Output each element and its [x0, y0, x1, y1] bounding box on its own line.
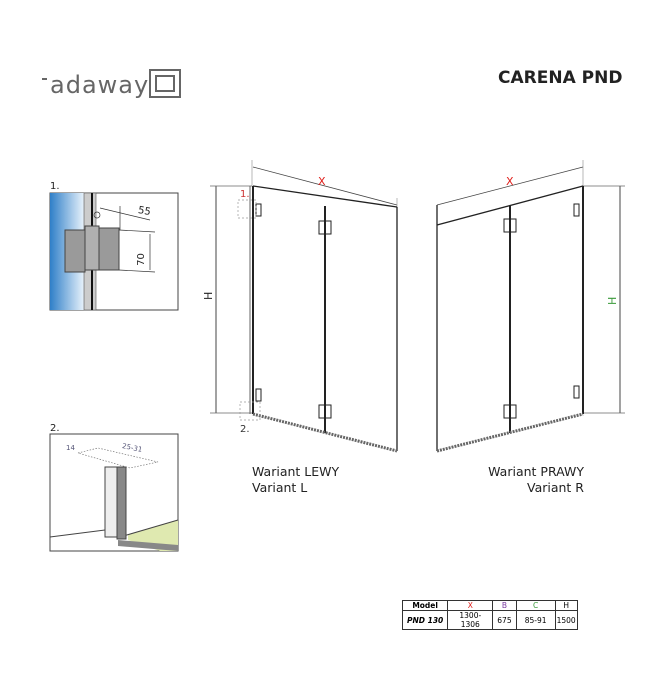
detail-2-profile	[49, 433, 179, 552]
detail-2-number: 2.	[50, 423, 60, 434]
detail-1-hinge	[49, 192, 179, 311]
variant-left-label-pl: Wariant LEWY	[252, 464, 340, 479]
cell-b: 675	[492, 610, 517, 630]
svg-text:1.: 1.	[240, 189, 250, 200]
col-c: C	[515, 600, 556, 611]
col-model: Model	[401, 600, 449, 611]
page-title: CARENA PND	[498, 68, 623, 88]
variant-right-label-pl: Wariant PRAWY	[488, 464, 584, 479]
cell-model: PND 130	[401, 610, 449, 630]
cell-x: 1300-1306	[447, 610, 494, 630]
dim-x-label: X	[318, 175, 326, 188]
cell-c: 85-91	[515, 610, 556, 630]
radaway-logo: adaway	[42, 69, 181, 99]
detail-1-dim-b: 70	[135, 253, 147, 266]
col-h: H	[554, 600, 578, 611]
svg-text:2.: 2.	[240, 424, 250, 435]
svg-text:adaway: adaway	[50, 71, 149, 99]
spec-table-header: Model X B C H	[401, 600, 578, 611]
variant-right-label: Wariant PRAWY Variant R	[470, 464, 584, 496]
variant-right-label-en: Variant R	[527, 480, 584, 495]
variant-left-label-en: Variant L	[252, 480, 308, 495]
detail-1-dim-a: 55	[137, 204, 152, 219]
svg-text:X: X	[506, 175, 514, 188]
detail-1-number: 1.	[50, 181, 60, 192]
svg-text:H: H	[606, 297, 619, 305]
variant-right-drawing: X H	[436, 160, 625, 453]
cell-h: 1500	[554, 610, 578, 630]
dim-h-label: H	[202, 292, 215, 300]
col-b: B	[492, 600, 517, 611]
variant-left-label: Wariant LEWY Variant L	[252, 464, 339, 496]
detail-2-dim-a: 14	[66, 444, 75, 452]
table-row: PND 130 1300-1306 675 85-91 1500	[401, 610, 578, 630]
col-x: X	[447, 600, 494, 611]
variant-left-drawing: X H 1. 2.	[202, 160, 398, 453]
spec-table: Model X B C H PND 130 1300-1306 675 85-9…	[401, 600, 578, 630]
